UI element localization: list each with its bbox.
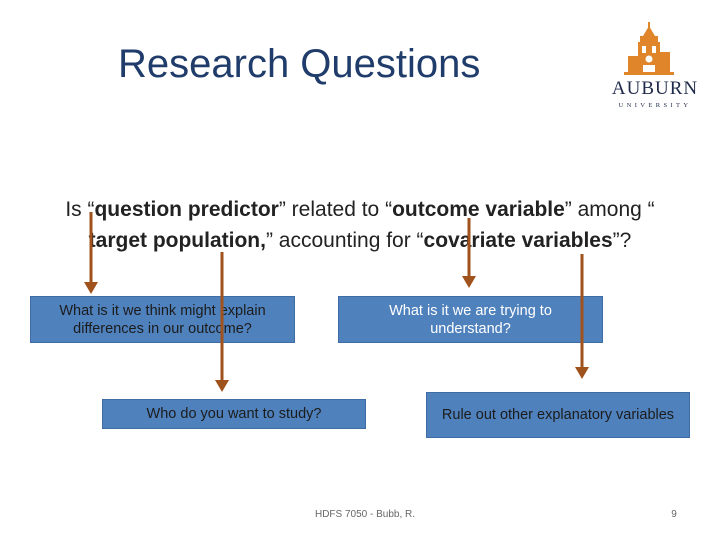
- covariates-explanation-text: Rule out other explanatory variables: [441, 407, 675, 423]
- tower-icon: [624, 22, 674, 75]
- slide-footer: HDFS 7050 - Bubb, R.: [314, 509, 416, 520]
- outcome-explanation-box: What is it we are trying to understand?: [338, 296, 603, 343]
- question-text: Is “: [65, 198, 95, 221]
- page-number: 9: [671, 509, 677, 520]
- question-text: ” accounting for “: [265, 229, 424, 252]
- question-text: ” among “: [564, 198, 655, 221]
- question-text: ”?: [612, 229, 632, 252]
- target-population-term: target population,: [88, 229, 266, 252]
- research-question: Is “question predictor” related to “outc…: [14, 194, 706, 256]
- predictor-explanation-box: What is it we think might explain differ…: [30, 296, 295, 343]
- predictor-explanation-text: What is it we think might explain differ…: [59, 302, 266, 337]
- population-explanation-text: Who do you want to study?: [146, 406, 322, 422]
- outcome-explanation-text: What is it we are trying to understand?: [389, 302, 552, 337]
- covariates-explanation-box: Rule out other explanatory variables: [426, 392, 690, 438]
- logo-wordmark: AUBURN: [611, 78, 699, 99]
- logo-subtitle: UNIVERSITY: [618, 102, 692, 109]
- auburn-university-logo: AUBURN UNIVERSITY: [600, 18, 710, 118]
- question-predictor-term: question predictor: [94, 198, 279, 221]
- covariate-variables-term: covariate variables: [423, 229, 613, 252]
- outcome-variable-term: outcome variable: [392, 198, 565, 221]
- question-text: ” related to “: [278, 198, 393, 221]
- slide-title: Research Questions: [118, 42, 481, 86]
- population-explanation-box: Who do you want to study?: [102, 399, 366, 429]
